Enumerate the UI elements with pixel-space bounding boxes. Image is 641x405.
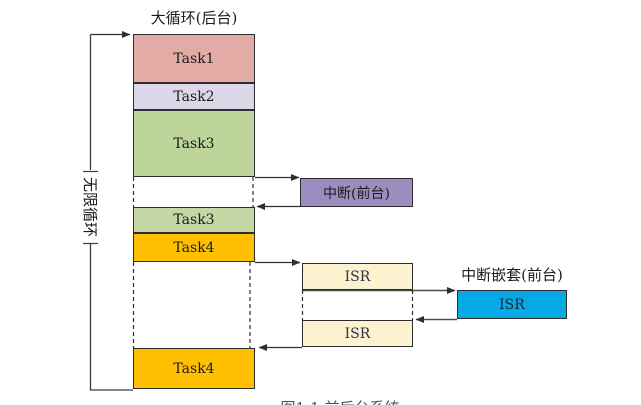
isr-box-first: ISR — [302, 263, 413, 290]
task4-box-first: Task4 — [133, 233, 255, 262]
task4-box-resumed: Task4 — [133, 348, 255, 389]
interrupt-foreground-box: 中断(前台) — [300, 178, 413, 207]
task1-box: Task1 — [133, 34, 255, 83]
interrupt-nesting-label: 中断嵌套(前台) — [461, 266, 563, 284]
task2-box: Task2 — [133, 83, 255, 110]
isr-nested-box: ISR — [457, 290, 567, 319]
background-loop-title: 大循环(后台) — [150, 9, 238, 27]
infinite-loop-label: 无限循环 — [81, 177, 99, 238]
loop-bracket-lower-segment — [89, 244, 133, 391]
figure-caption-clipped: 图1-1 前后台系统 — [235, 397, 445, 405]
isr-box-resumed: ISR — [302, 320, 413, 347]
task3-box-resumed: Task3 — [133, 207, 255, 233]
task3-box-first: Task3 — [133, 110, 255, 177]
